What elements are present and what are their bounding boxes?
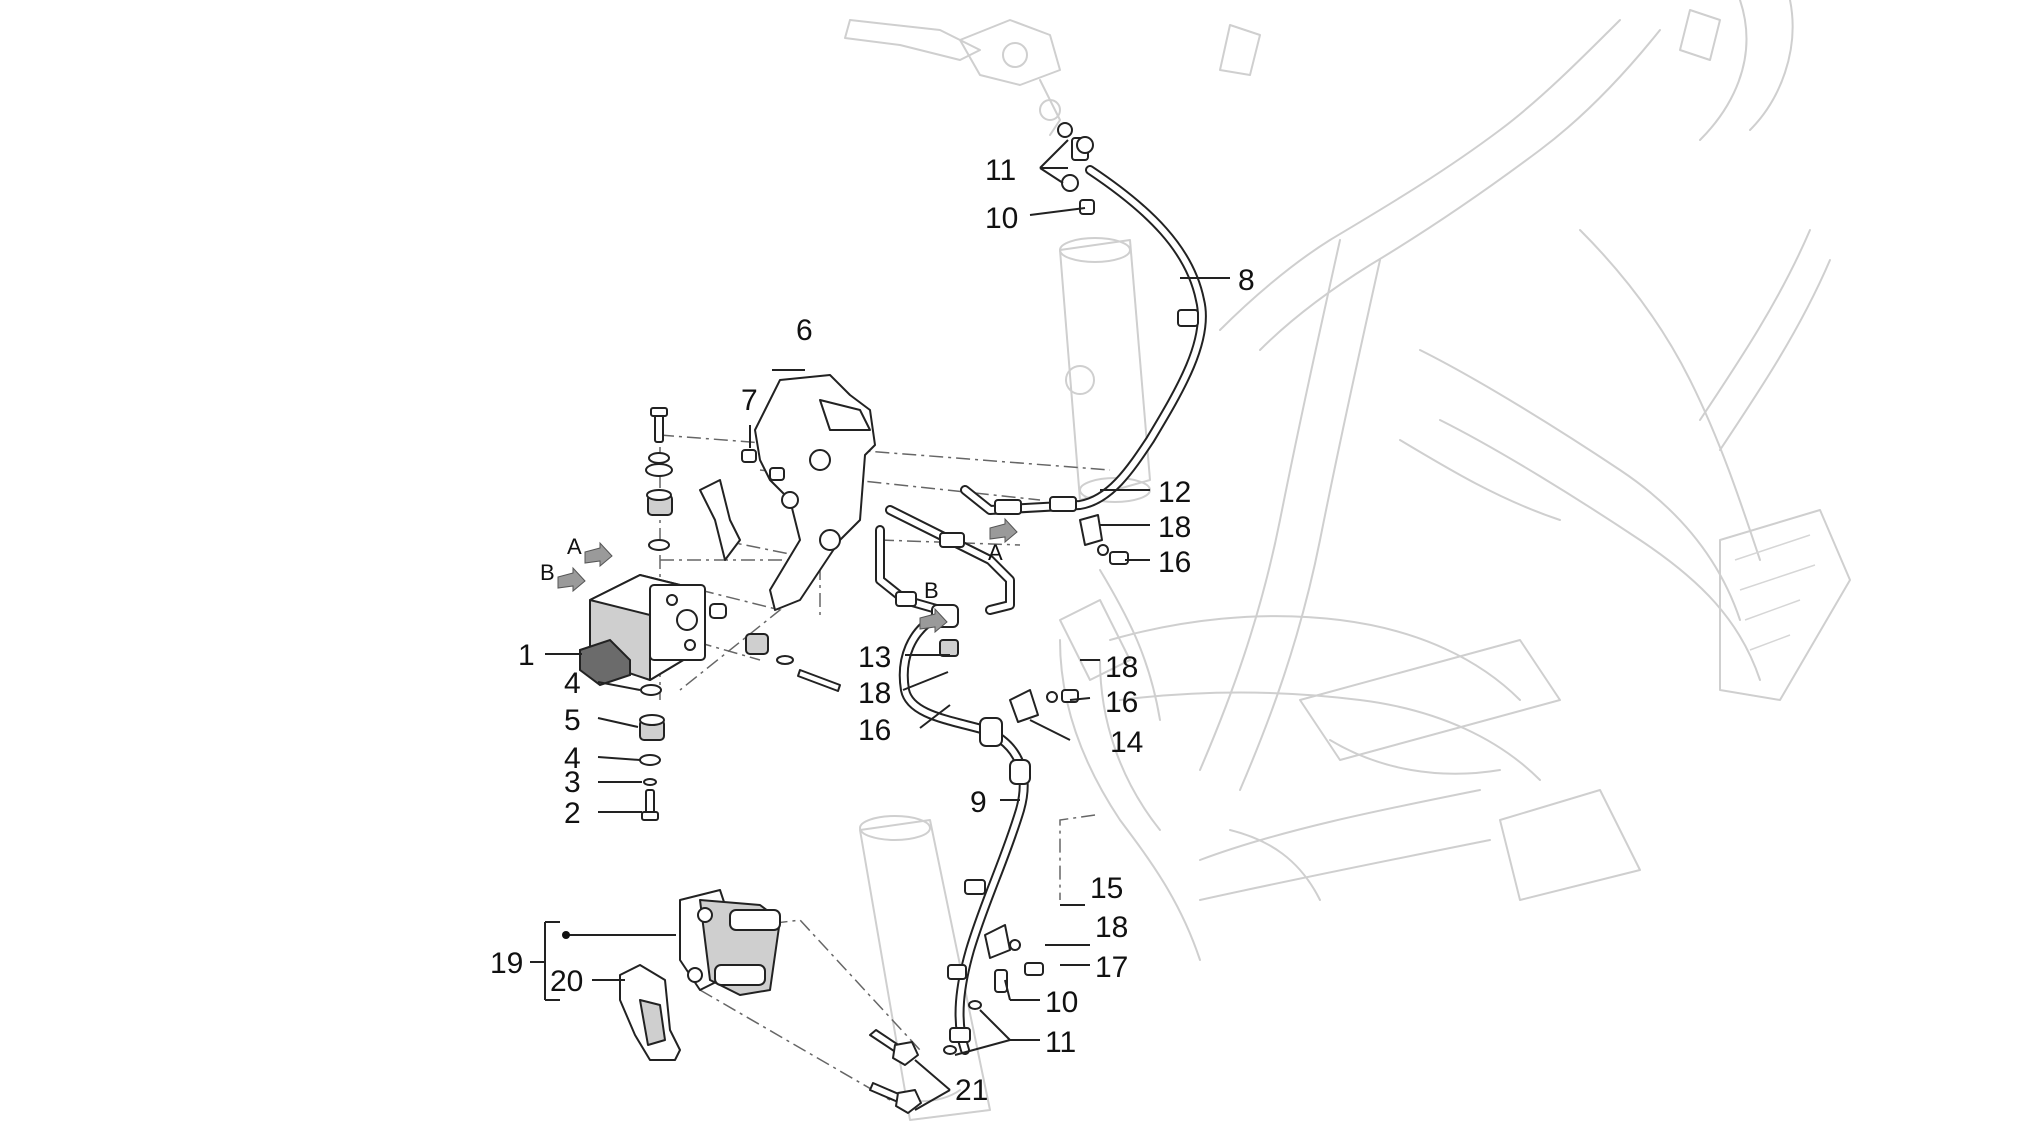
callout-18c: 18 — [858, 677, 891, 710]
brake-pads — [619, 964, 681, 1061]
callout-11b: 11 — [1045, 1026, 1076, 1059]
callout-9: 9 — [970, 786, 987, 819]
brake-hose-lower-9 — [898, 604, 1031, 1055]
brake-hose-abs-front — [875, 505, 1015, 615]
callout-16c: 16 — [858, 714, 891, 747]
callout-16a: 16 — [1158, 546, 1191, 579]
connection-label-b-left: B — [540, 560, 555, 585]
callout-6: 6 — [796, 314, 813, 347]
brake-hose-upper-8 — [960, 136, 1207, 515]
callout-1: 1 — [518, 639, 535, 672]
callout-10b: 10 — [1045, 986, 1078, 1019]
direction-arrows — [557, 517, 1018, 634]
abs-modulator — [579, 574, 706, 687]
callout-21: 21 — [955, 1074, 988, 1107]
callout-17: 17 — [1095, 951, 1128, 984]
callout-4a: 4 — [564, 667, 581, 700]
callout-13: 13 — [858, 641, 891, 674]
callout-14: 14 — [1110, 726, 1143, 759]
callout-7: 7 — [741, 384, 758, 417]
callout-18d: 18 — [1095, 911, 1128, 944]
callout-labels: 1 2 3 4 4 5 6 7 8 9 10 10 11 11 12 13 14… — [490, 154, 1255, 1107]
connection-label-a-left: A — [567, 534, 582, 559]
callout-12: 12 — [1158, 476, 1191, 509]
callout-2: 2 — [564, 797, 581, 830]
callout-11a: 11 — [985, 154, 1016, 187]
scooter-frame — [844, 0, 1851, 1121]
callout-3: 3 — [564, 766, 581, 799]
callout-16b: 16 — [1105, 686, 1138, 719]
assembly-lines — [619, 420, 1111, 1101]
brake-caliper — [679, 889, 781, 996]
callout-18b: 18 — [1105, 651, 1138, 684]
callout-15: 15 — [1090, 872, 1123, 905]
caliper-bolts — [869, 1029, 922, 1114]
callout-8: 8 — [1238, 264, 1255, 297]
callout-19: 19 — [490, 947, 523, 980]
connection-label-a-right: A — [988, 540, 1003, 565]
callout-20: 20 — [550, 965, 583, 998]
hose-clamps — [943, 122, 1129, 1055]
abs-mount-hardware-right — [709, 449, 841, 692]
abs-mount-hardware-left — [639, 407, 673, 821]
leader-lines — [530, 139, 1230, 1111]
callout-10a: 10 — [985, 202, 1018, 235]
connection-label-b-right: B — [924, 578, 939, 603]
callout-5: 5 — [564, 704, 581, 737]
abs-bracket — [699, 374, 876, 611]
callout-18a: 18 — [1158, 511, 1191, 544]
callout-4b: 4 — [564, 742, 581, 775]
